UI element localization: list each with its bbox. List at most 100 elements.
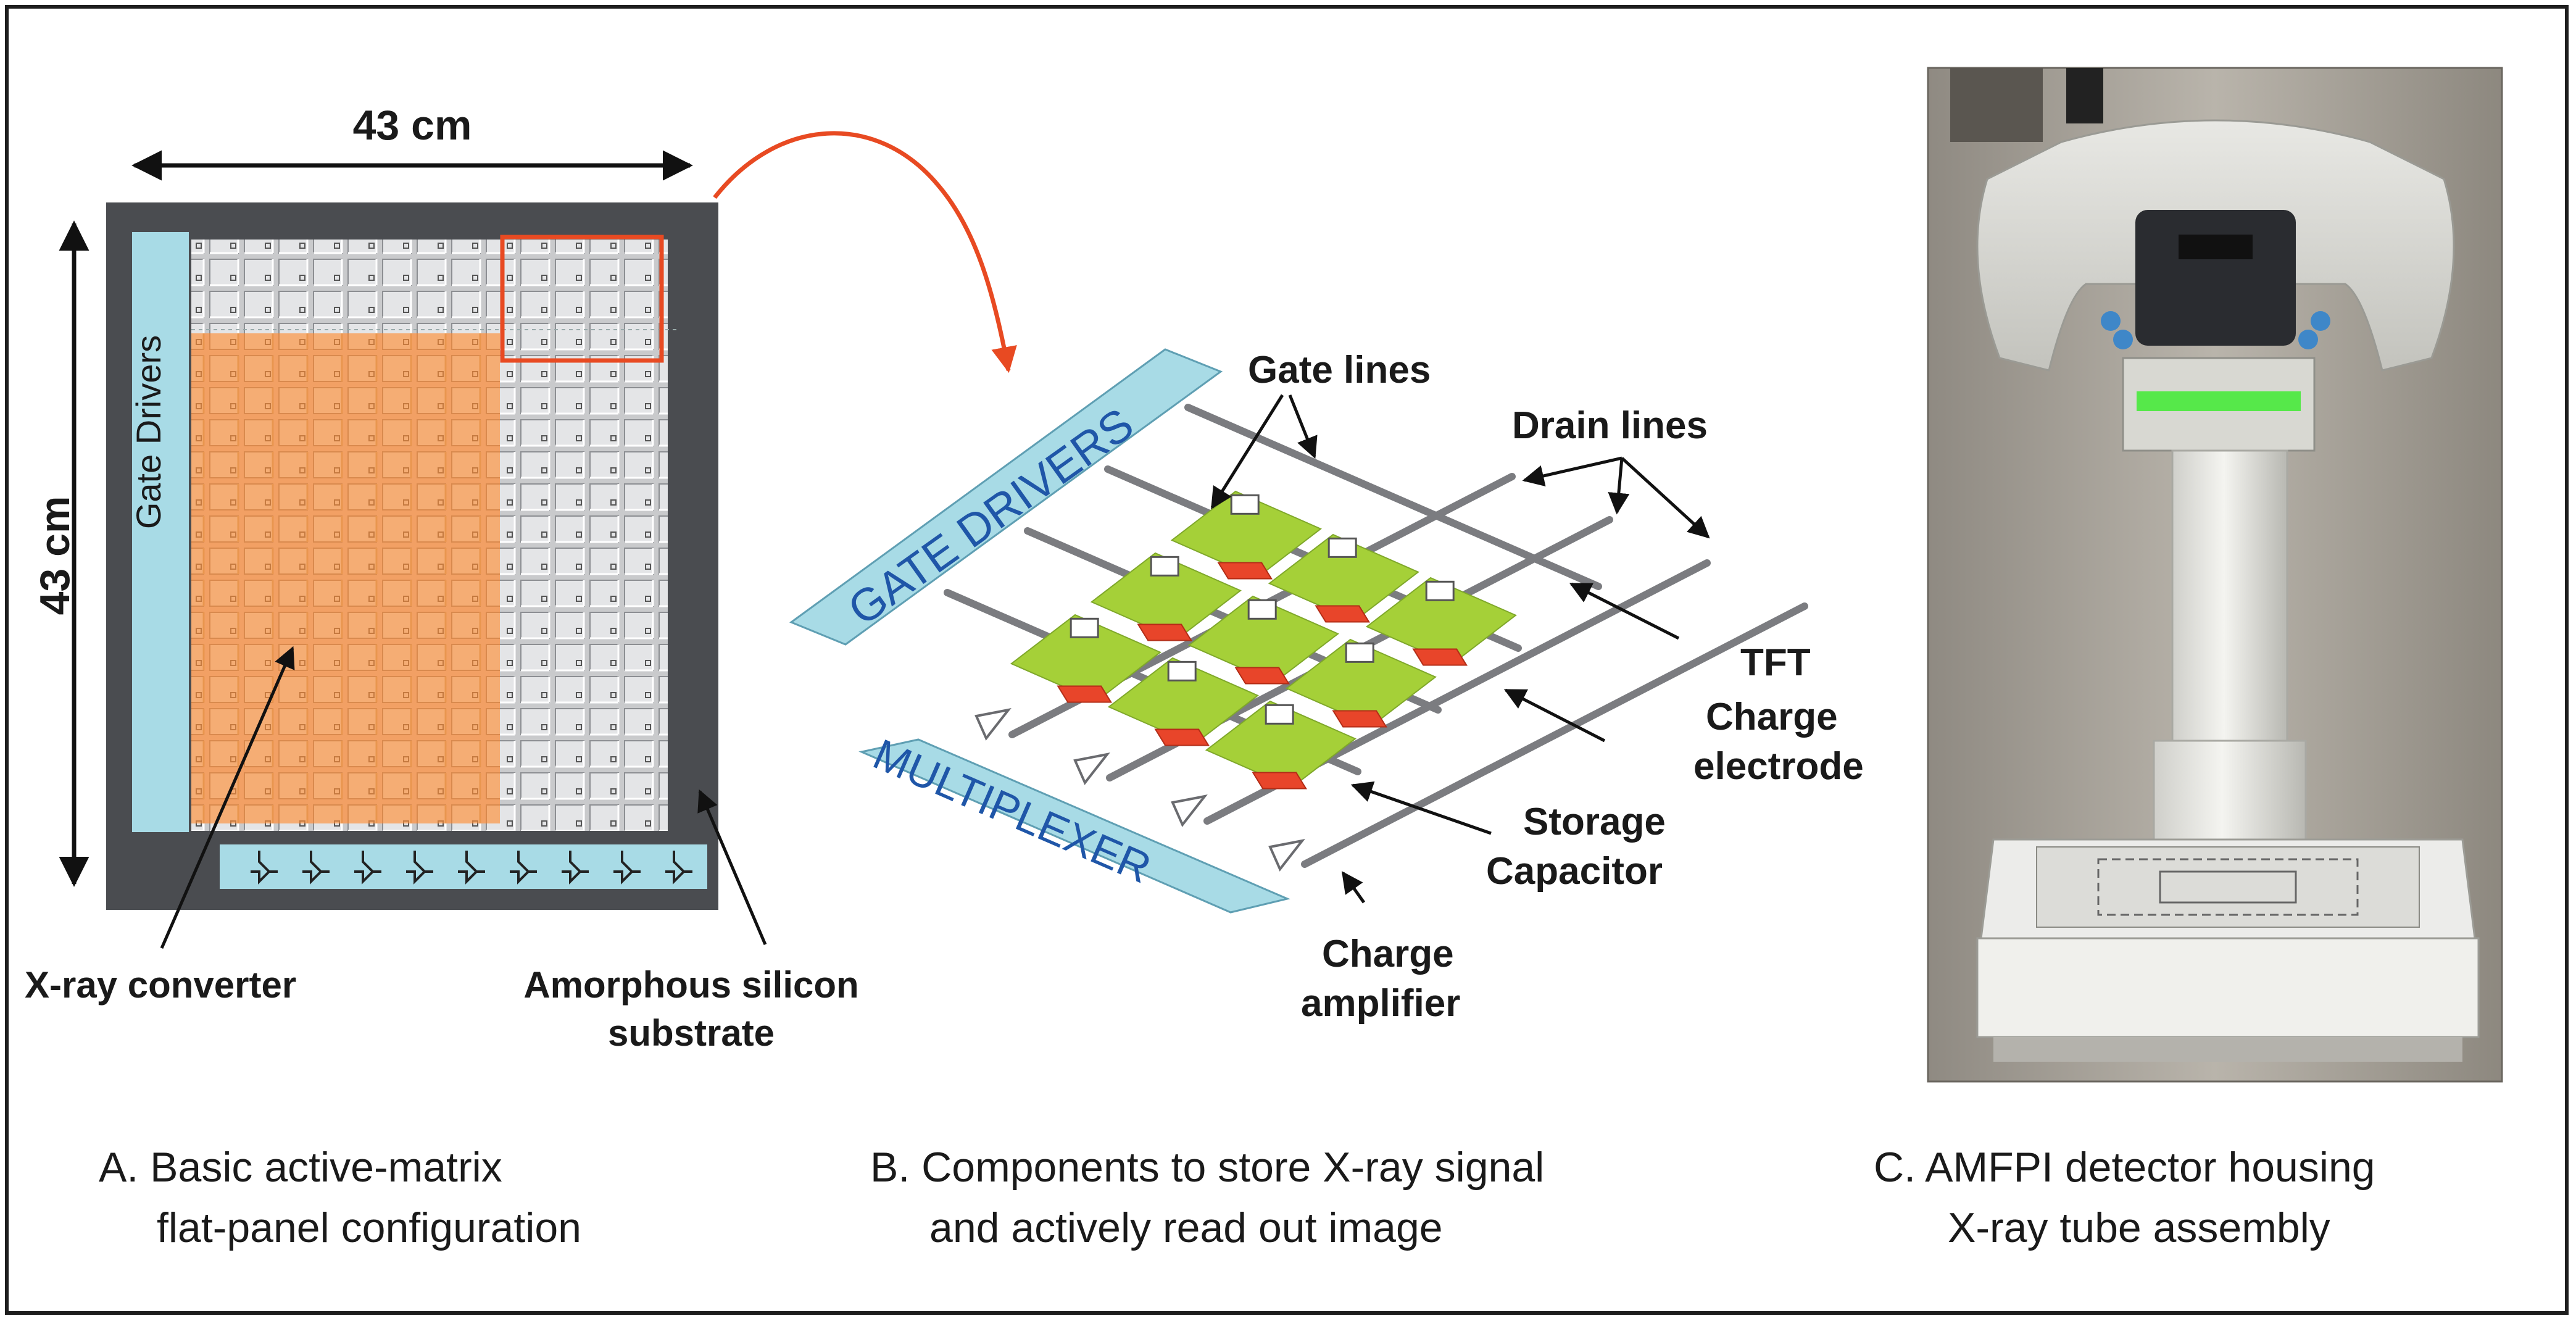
charge-electrode-label-line2: electrode — [1693, 745, 1864, 788]
tft-icon — [1167, 660, 1197, 681]
detector-grid-outline — [2097, 858, 2359, 916]
amplifier-symbol-icon — [302, 851, 330, 885]
detector-photo — [1927, 67, 2503, 1083]
charge-amplifier-icon — [974, 708, 1012, 741]
storage-capacitor-pointer — [1350, 781, 1492, 835]
pixel-cell — [1107, 657, 1259, 746]
pixel-cell — [1170, 490, 1322, 580]
drain-lines-pointer-1 — [1522, 456, 1622, 487]
storage-capacitor-label-line2: Capacitor — [1486, 850, 1663, 893]
storage-capacitor — [1234, 667, 1290, 685]
storage-capacitor — [1057, 685, 1112, 703]
xray-converter-label: X-ray converter — [25, 964, 296, 1006]
drain-lines-pointer-3 — [1621, 457, 1710, 539]
amplifier-symbols — [251, 851, 692, 885]
gate-lines-label: Gate lines — [1248, 349, 1431, 391]
zoom-connector-arrow — [713, 131, 1017, 373]
zoom-region-box — [500, 235, 664, 363]
pixel-cell — [1268, 533, 1419, 623]
pixel-cell — [1090, 552, 1242, 641]
pixel-cells — [1010, 490, 1517, 790]
panel-a: 43 cm 43 cm Gate Drivers X-ray converter… — [25, 102, 859, 1251]
substrate-pointer — [697, 789, 767, 945]
caption-a-line2: flat-panel configuration — [157, 1204, 581, 1251]
charge-electrode-pointer — [1503, 688, 1606, 743]
storage-capacitor-label-line1: Storage — [1523, 801, 1666, 843]
support-column — [2171, 449, 2288, 773]
storage-capacitor — [1252, 772, 1307, 790]
charge-amplifier-icon — [1268, 839, 1305, 872]
detector-grid-area — [2036, 846, 2420, 928]
drain-lines-pointer-2 — [1608, 457, 1630, 515]
amplifier-symbol-icon — [458, 851, 485, 885]
substrate-label-line2: substrate — [608, 1012, 775, 1054]
horizontal-dimension-label: 43 cm — [353, 102, 472, 149]
caption-b-line1: B. Components to store X-ray signal — [870, 1144, 1544, 1191]
storage-capacitor — [1217, 562, 1273, 580]
gate-lines-pointer-1 — [1210, 394, 1284, 509]
ceiling-arm — [1950, 68, 2043, 142]
panel-b: GATE DRIVERS MULTIPLEXER Gate lines Drai… — [789, 348, 1864, 1251]
drain-lines-label: Drain lines — [1512, 404, 1708, 447]
detector-grid-inner — [2159, 870, 2297, 904]
pixel-cell — [1010, 614, 1161, 703]
caption-a-line1: A. Basic active-matrix — [99, 1144, 502, 1191]
tft-icon — [1265, 704, 1294, 725]
amplifier-symbol-icon — [354, 851, 381, 885]
tft-icon — [1327, 537, 1357, 558]
amplifier-symbol-icon — [613, 851, 641, 885]
collimator-light — [2137, 391, 2301, 411]
xray-converter-pointer — [160, 646, 295, 949]
control-side-buttons — [2101, 311, 2330, 349]
tft-pointer — [1569, 582, 1680, 640]
vertical-dimension-label: 43 cm — [31, 496, 78, 615]
control-panel — [2135, 210, 2296, 346]
pixel-cell — [1205, 700, 1357, 790]
amplifier-symbol-icon — [665, 851, 692, 885]
panel-c: C. AMFPI detector housing X-ray tube ass… — [1874, 67, 2503, 1251]
caption-b-line2: and actively read out image — [929, 1204, 1443, 1251]
pixel-cell — [1187, 595, 1339, 685]
charge-amplifiers — [974, 708, 1305, 872]
xray-converter-layer — [191, 333, 500, 823]
tft-label: TFT — [1740, 641, 1811, 684]
storage-capacitor — [1315, 605, 1370, 623]
gate-lines-pointer-2 — [1288, 394, 1318, 459]
amplifier-symbol-icon — [562, 851, 589, 885]
amplifier-strip — [220, 844, 707, 889]
detector-housing-body — [1976, 937, 2480, 1038]
multiplexer-bar-label: MULTIPLEXER — [866, 730, 1158, 892]
top-display — [2066, 68, 2103, 123]
tft-icon — [1070, 617, 1099, 638]
storage-capacitor — [1412, 648, 1468, 666]
tft-icon — [1150, 556, 1179, 577]
tft-icon — [1345, 642, 1374, 663]
pixel-cell — [1365, 577, 1517, 666]
storage-capacitor — [1154, 728, 1210, 746]
amplifier-symbol-icon — [510, 851, 537, 885]
gate-drivers-bar — [789, 348, 1223, 646]
amplifier-symbol-icon — [406, 851, 433, 885]
control-display — [2179, 235, 2253, 259]
multiplexer-bar — [858, 738, 1290, 914]
tft-icon — [1247, 599, 1277, 620]
substrate-label-line1: Amorphous silicon — [523, 964, 858, 1006]
charge-amplifier-label-line1: Charge — [1322, 933, 1454, 975]
amplifier-symbol-icon — [251, 851, 278, 885]
charge-amplifier-icon — [1171, 794, 1208, 827]
caption-c-line2: X-ray tube assembly — [1948, 1204, 2330, 1251]
storage-capacitor — [1332, 710, 1387, 728]
tft-icon — [1230, 494, 1260, 515]
column-base — [2153, 740, 2307, 841]
detector-housing-base — [1993, 1037, 2462, 1062]
pixel-cell — [1285, 638, 1437, 728]
tft-icon — [1425, 580, 1455, 601]
caption-c-line1: C. AMFPI detector housing — [1874, 1144, 2375, 1191]
gate-drivers-strip — [132, 232, 189, 832]
charge-electrode-label-line1: Charge — [1706, 696, 1838, 738]
storage-capacitor — [1137, 623, 1192, 641]
gate-drivers-label: Gate Drivers — [129, 335, 168, 529]
charge-amplifier-pointer — [1341, 871, 1366, 904]
charge-amplifier-icon — [1073, 752, 1110, 785]
